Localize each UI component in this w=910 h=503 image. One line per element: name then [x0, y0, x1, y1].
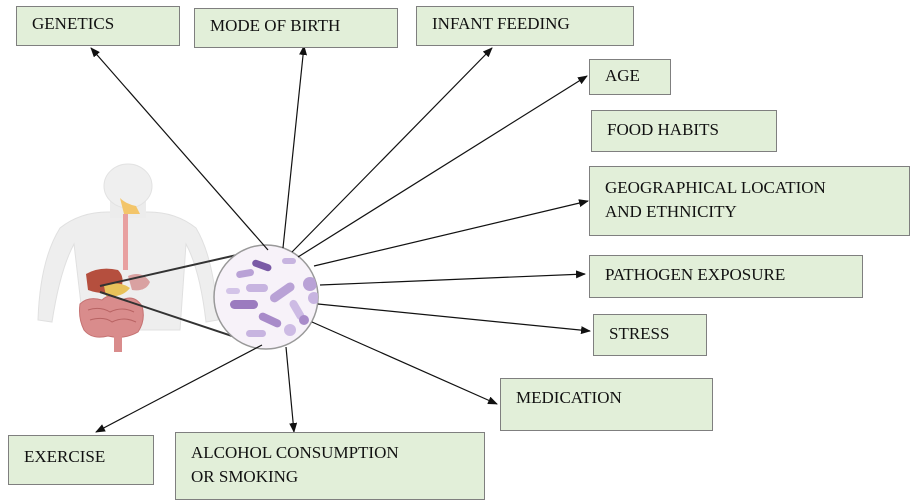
factor-age: AGE	[589, 59, 671, 95]
factor-geographical-location: GEOGRAPHICAL LOCATION AND ETHNICITY	[589, 166, 910, 236]
arrow-exercise	[96, 345, 262, 432]
factor-alcohol-smoking: ALCOHOL CONSUMPTION OR SMOKING	[175, 432, 485, 500]
arrow-pathogen	[320, 274, 585, 285]
factor-mode-of-birth: MODE OF BIRTH	[194, 8, 398, 48]
arrow-stress	[318, 304, 590, 331]
arrow-infant-feeding	[292, 48, 492, 252]
factor-exercise: EXERCISE	[8, 435, 154, 485]
factor-infant-feeding: INFANT FEEDING	[416, 6, 634, 46]
factor-stress: STRESS	[593, 314, 707, 356]
factor-pathogen-exposure: PATHOGEN EXPOSURE	[589, 255, 863, 298]
factor-food-habits: FOOD HABITS	[591, 110, 777, 152]
arrow-alcohol	[286, 347, 294, 432]
arrow-age	[298, 76, 587, 257]
arrow-medication	[312, 322, 497, 404]
arrow-mode-of-birth	[283, 46, 304, 248]
factor-genetics: GENETICS	[16, 6, 180, 46]
factor-medication: MEDICATION	[500, 378, 713, 431]
human-body-illustration	[38, 164, 218, 352]
microbiome-circle	[214, 245, 320, 349]
arrow-geographical	[314, 201, 588, 266]
